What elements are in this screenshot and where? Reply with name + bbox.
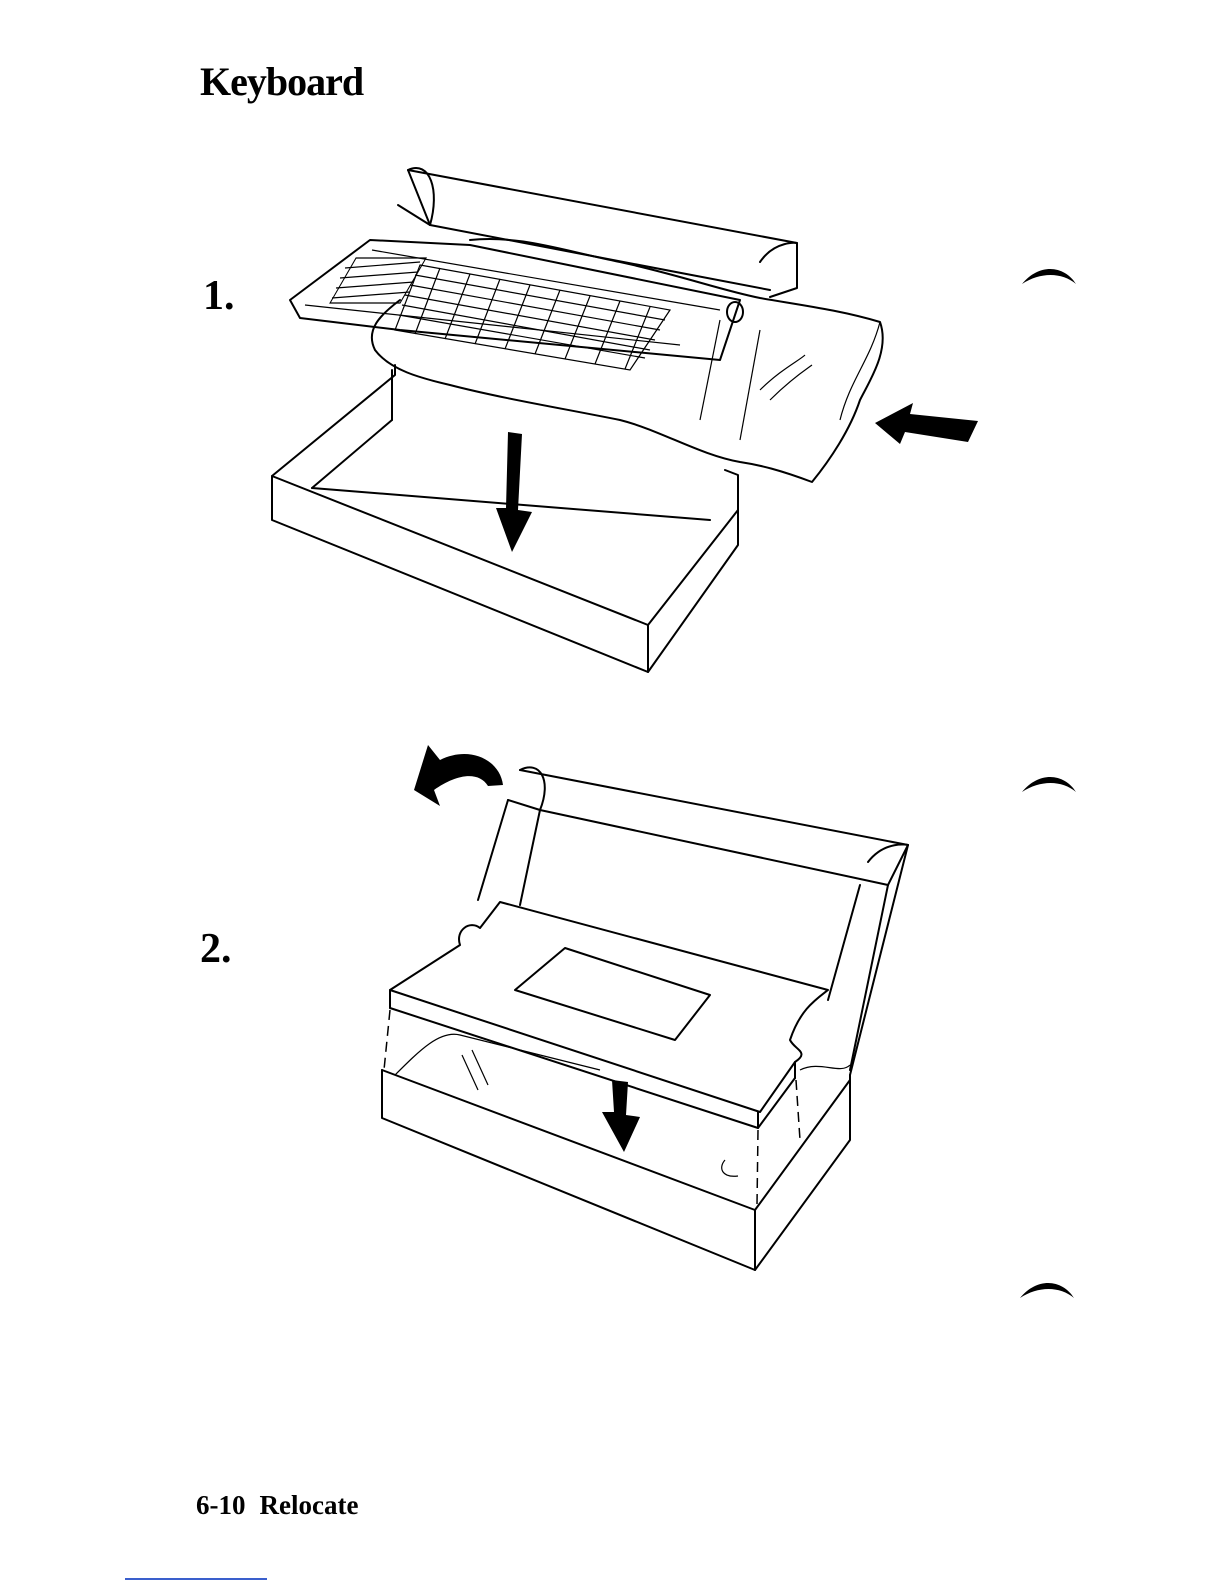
page-number: 6-10 [196,1490,246,1520]
tab-mark-top [1020,262,1080,292]
bottom-rule [125,1578,267,1580]
foam-insert [390,902,828,1128]
section-name: Relocate [260,1490,359,1520]
curved-arrow-icon [414,745,503,806]
tab-mark-bottom [1018,1276,1078,1306]
page-footer: 6-10 Relocate [196,1490,358,1521]
tab-mark-middle [1020,770,1080,800]
box-tray [382,1034,850,1270]
down-arrow-icon [602,1080,640,1152]
box-lid [478,767,908,1075]
